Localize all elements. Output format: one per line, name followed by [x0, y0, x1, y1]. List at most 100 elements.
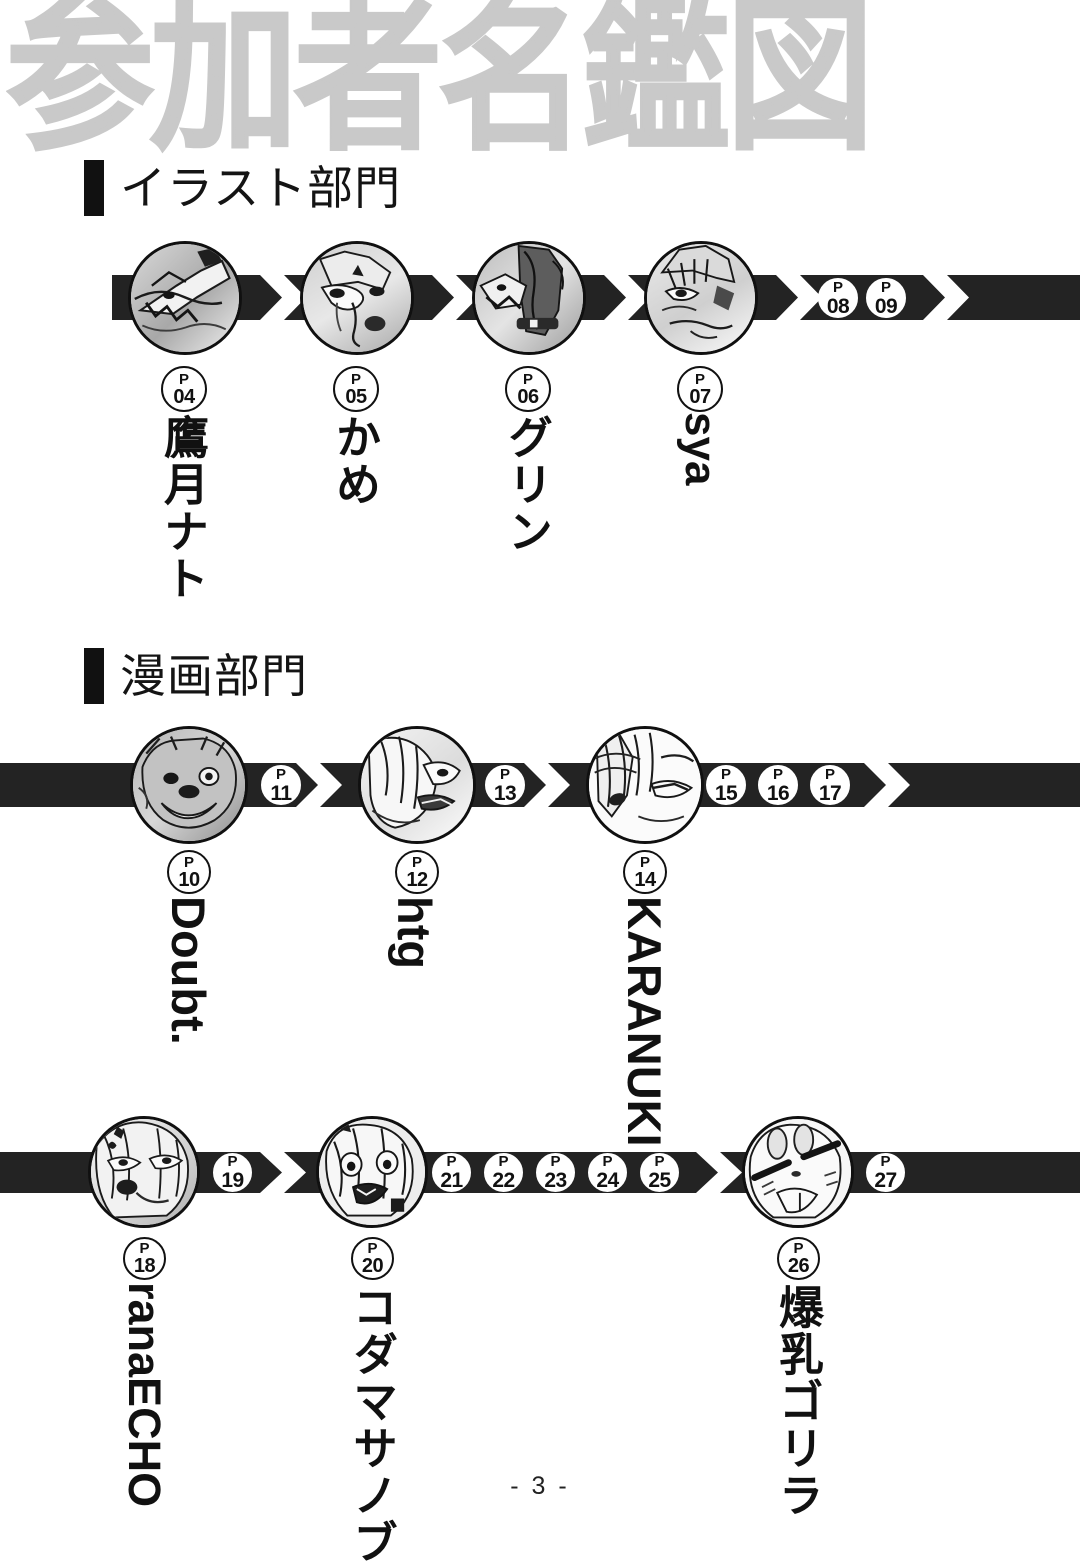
- badge-p12[interactable]: P 12: [395, 850, 439, 894]
- badge-prefix: P: [367, 1240, 378, 1257]
- badge-number: 14: [634, 868, 656, 891]
- artist-name-p04: 鷹月ナト: [157, 414, 208, 602]
- badge-prefix: P: [139, 1240, 150, 1257]
- chip-p09[interactable]: P 09: [866, 278, 906, 318]
- badge-prefix: P: [694, 370, 705, 388]
- badge-number: 04: [173, 385, 195, 408]
- chip-prefix: P: [446, 1153, 457, 1170]
- artist-name-p06: グリン: [501, 414, 552, 555]
- artist-name-p05: かめ: [329, 414, 380, 508]
- badge-p04[interactable]: P 04: [161, 366, 207, 412]
- avatar-p20[interactable]: [316, 1116, 428, 1228]
- chip-p23[interactable]: P 23: [536, 1153, 575, 1192]
- chip-number: 13: [493, 781, 517, 805]
- chip-prefix: P: [227, 1153, 238, 1170]
- avatar-p26[interactable]: [742, 1116, 854, 1228]
- chip-p15[interactable]: P 15: [706, 765, 746, 805]
- avatar-p12[interactable]: [358, 726, 476, 844]
- avatar-p18[interactable]: [88, 1116, 200, 1228]
- chip-p13[interactable]: P 13: [485, 765, 525, 805]
- avatar-art-p04: [131, 244, 239, 352]
- badge-number: 05: [345, 385, 367, 408]
- badge-number: 12: [406, 868, 428, 891]
- footer-page-number: - 3 -: [510, 1472, 570, 1500]
- heading-accent-bar: [84, 160, 104, 216]
- artist-name-p14: KARANUKI: [618, 896, 671, 1147]
- chip-prefix: P: [824, 765, 835, 783]
- avatar-p04[interactable]: [128, 241, 242, 355]
- badge-number: 07: [689, 385, 711, 408]
- chip-prefix: P: [499, 765, 510, 783]
- chip-p19[interactable]: P 19: [213, 1153, 252, 1192]
- chip-p11[interactable]: P 11: [261, 765, 301, 805]
- ribbon-segment-6: [947, 275, 1080, 320]
- badge-p18[interactable]: P 18: [123, 1237, 166, 1280]
- badge-p20[interactable]: P 20: [351, 1237, 394, 1280]
- ribbon-segment-4: [888, 763, 1080, 807]
- badge-p05[interactable]: P 05: [333, 366, 379, 412]
- badge-prefix: P: [350, 370, 361, 388]
- chip-number: 27: [874, 1169, 897, 1192]
- chip-p17[interactable]: P 17: [810, 765, 850, 805]
- avatar-p05[interactable]: [300, 241, 414, 355]
- badge-p26[interactable]: P 26: [777, 1237, 820, 1280]
- artist-name-p10: Doubt.: [162, 896, 215, 1045]
- avatar-art-p05: [303, 244, 411, 352]
- avatar-art-p20: [319, 1119, 425, 1225]
- badge-number: 06: [517, 385, 539, 408]
- avatar-p06[interactable]: [472, 241, 586, 355]
- badge-prefix: P: [793, 1240, 804, 1257]
- chip-p24[interactable]: P 24: [588, 1153, 627, 1192]
- chip-prefix: P: [550, 1153, 561, 1170]
- avatar-art-p18: [91, 1119, 197, 1225]
- badge-number: 18: [133, 1255, 156, 1277]
- badge-number: 10: [178, 868, 200, 891]
- chip-number: 19: [221, 1169, 244, 1192]
- chip-prefix: P: [498, 1153, 509, 1170]
- chip-p27[interactable]: P 27: [866, 1153, 905, 1192]
- chip-number: 21: [440, 1169, 463, 1192]
- avatar-art-p10: [133, 729, 245, 841]
- chip-p08[interactable]: P 08: [818, 278, 858, 318]
- badge-prefix: P: [183, 853, 194, 871]
- avatar-art-p06: [475, 244, 583, 352]
- chip-prefix: P: [880, 278, 891, 296]
- avatar-p07[interactable]: [644, 241, 758, 355]
- badge-p10[interactable]: P 10: [167, 850, 211, 894]
- chip-prefix: P: [275, 765, 286, 783]
- badge-p06[interactable]: P 06: [505, 366, 551, 412]
- badge-number: 20: [361, 1255, 384, 1277]
- chip-p16[interactable]: P 16: [758, 765, 798, 805]
- avatar-p14[interactable]: [586, 726, 704, 844]
- badge-prefix: P: [178, 370, 189, 388]
- chip-prefix: P: [602, 1153, 613, 1170]
- chip-prefix: P: [832, 278, 843, 296]
- avatar-art-p14: [589, 729, 701, 841]
- section-heading-manga: 漫画部門: [84, 648, 308, 704]
- chip-number: 11: [270, 781, 292, 805]
- artist-name-p26: 爆乳ゴリラ: [772, 1284, 823, 1519]
- chip-prefix: P: [772, 765, 783, 783]
- chip-p21[interactable]: P 21: [432, 1153, 471, 1192]
- chip-prefix: P: [654, 1153, 665, 1170]
- chip-p25[interactable]: P 25: [640, 1153, 679, 1192]
- chip-prefix: P: [720, 765, 731, 783]
- artist-name-p12: htg: [388, 896, 441, 970]
- avatar-art-p07: [647, 244, 755, 352]
- badge-p14[interactable]: P 14: [623, 850, 667, 894]
- chip-p22[interactable]: P 22: [484, 1153, 523, 1192]
- avatar-art-p12: [361, 729, 473, 841]
- page-title: 参加者名鑑図: [5, 0, 875, 170]
- avatar-p10[interactable]: [130, 726, 248, 844]
- badge-prefix: P: [639, 853, 650, 871]
- section-heading-label: 漫画部門: [120, 650, 308, 702]
- artist-name-p20: コダマサノブ: [346, 1284, 397, 1566]
- badge-p07[interactable]: P 07: [677, 366, 723, 412]
- badge-prefix: P: [522, 370, 533, 388]
- section-heading-label: イラスト部門: [120, 162, 402, 214]
- chip-number: 22: [492, 1169, 515, 1192]
- chip-number: 23: [544, 1169, 567, 1192]
- chip-number: 17: [818, 781, 842, 805]
- chip-number: 15: [714, 781, 738, 805]
- section-heading-illustration: イラスト部門: [84, 160, 401, 216]
